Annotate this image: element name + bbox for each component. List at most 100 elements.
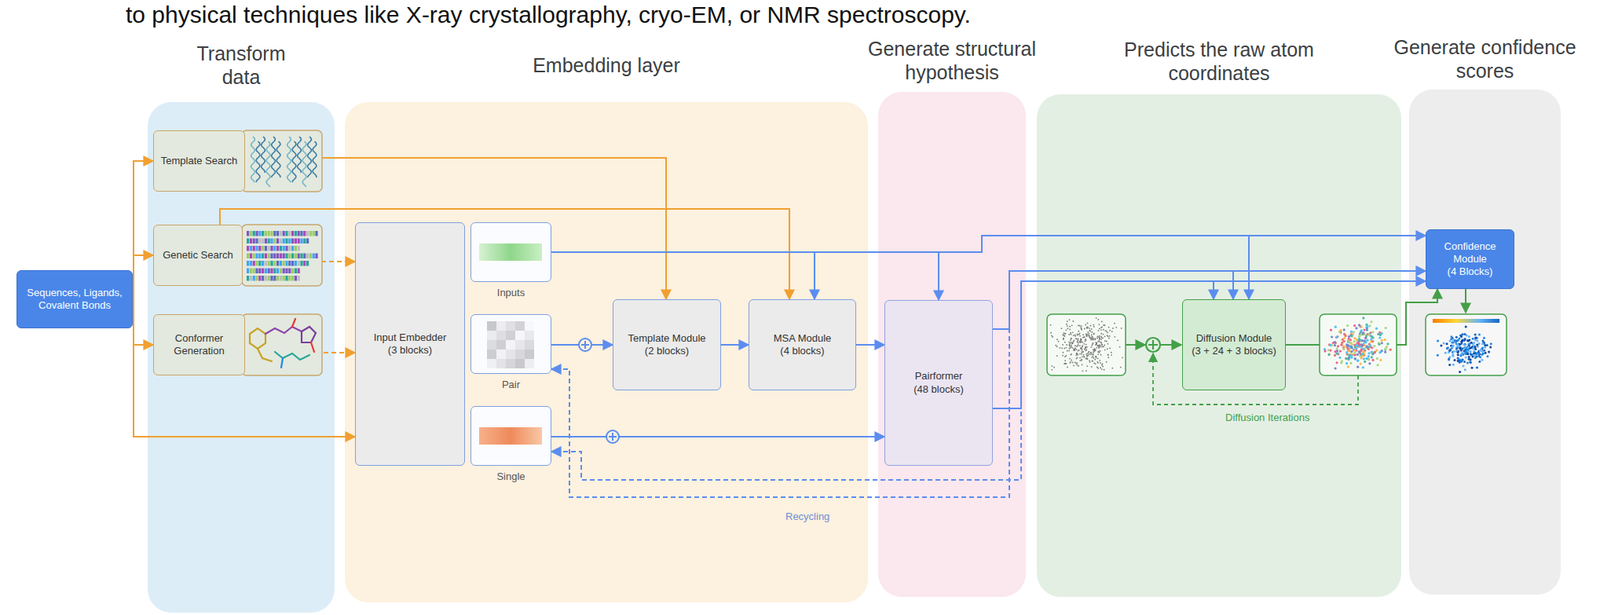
msa-cell	[246, 245, 249, 252]
connector-arrow	[551, 252, 815, 300]
noise-dot	[1101, 321, 1103, 323]
msa-cell	[291, 238, 294, 245]
noise-dot	[1091, 337, 1093, 340]
label-holder: Inputs	[497, 286, 525, 300]
atom-dot	[1357, 350, 1360, 353]
msa-cell	[264, 253, 268, 260]
atom-dot	[1347, 349, 1351, 352]
atom-dot	[1348, 345, 1352, 348]
atom-dot	[1362, 347, 1365, 351]
noise-dot	[1077, 365, 1080, 367]
msa-cell	[297, 260, 301, 267]
noise-dot	[1085, 333, 1088, 335]
stage-panel: Predicts the raw atom coordinatesDiffusi…	[1036, 31, 1402, 597]
noise-dot	[1100, 329, 1103, 331]
atom-dot	[1333, 340, 1337, 344]
atom-dot	[1474, 347, 1477, 351]
noise-dot	[1091, 328, 1093, 330]
atom-dot	[1442, 341, 1446, 345]
noise-dot	[1094, 358, 1096, 361]
noise-dot	[1098, 323, 1100, 326]
atom-dot	[1384, 326, 1388, 330]
noise-dot	[1080, 339, 1082, 341]
noise-dot	[1066, 325, 1069, 327]
protein-ribbons	[251, 136, 317, 187]
noise-dot	[1107, 343, 1110, 345]
noise-dot	[1093, 362, 1095, 365]
panel-header: Generate confidence scores	[1387, 31, 1584, 87]
atom-dot	[1474, 333, 1477, 337]
atom-dot	[1361, 339, 1364, 342]
noise-dot	[1087, 358, 1089, 360]
atom-dot	[1370, 355, 1373, 359]
noise-dot	[1107, 354, 1110, 356]
noise-dot	[1080, 347, 1082, 349]
box-label: Genetic Search	[157, 248, 238, 262]
noise-dot	[1081, 341, 1084, 344]
noise-dot	[1083, 336, 1085, 338]
msa-cell	[258, 268, 261, 275]
atom-dot	[1336, 335, 1339, 338]
noise-dot	[1065, 362, 1067, 365]
pair-cell	[515, 321, 525, 331]
atom-dot	[1353, 324, 1356, 327]
atom-dot	[1356, 366, 1359, 369]
box-label: (4 blocks)	[775, 344, 829, 358]
atom-dot	[1345, 362, 1348, 365]
msa-cell	[246, 275, 249, 282]
noise-dot	[1100, 341, 1103, 344]
msa-cell	[252, 268, 256, 275]
noise-dot	[1087, 352, 1089, 355]
noise-dot	[1097, 318, 1099, 321]
pair-cell	[524, 358, 535, 369]
atom-dot	[1371, 330, 1374, 334]
noise-dot	[1079, 325, 1081, 327]
msa-cell	[297, 268, 301, 275]
noise-dot	[1065, 323, 1068, 326]
noise-image-frame	[1047, 314, 1126, 376]
atom-dot	[1452, 350, 1455, 353]
noise-dot	[1092, 337, 1095, 340]
sum-sign	[581, 340, 590, 349]
noise-dot	[1081, 369, 1084, 372]
pair-cell	[505, 349, 516, 359]
noise-dot	[1109, 335, 1111, 337]
msa-cell	[276, 245, 279, 252]
representation-frame	[470, 406, 552, 466]
noise-cloud	[1050, 317, 1124, 372]
template-image-frame	[241, 130, 323, 192]
msa-cell	[306, 253, 309, 260]
atom-dot	[1464, 325, 1468, 329]
msa-cell	[312, 253, 315, 260]
msa-cell	[252, 260, 256, 267]
atom-dot	[1464, 343, 1467, 346]
noise-dot	[1080, 329, 1083, 331]
msa-cell	[288, 245, 291, 252]
atom-dot	[1478, 360, 1481, 363]
msa-cell	[314, 230, 318, 237]
atom-dot	[1460, 347, 1464, 350]
box-label: MSA Module	[768, 332, 837, 345]
noise-dot	[1085, 344, 1088, 346]
atom-dot	[1464, 368, 1467, 371]
atom-dot	[1480, 353, 1483, 356]
atom-dot	[1446, 342, 1449, 345]
helix	[251, 136, 256, 183]
noise-dot	[1101, 325, 1103, 328]
noise-dot	[1076, 339, 1079, 341]
msa-cell	[285, 268, 288, 275]
noise-dot	[1089, 330, 1092, 333]
msa-cell	[276, 253, 279, 260]
noise-dot	[1069, 332, 1072, 334]
atom-dot	[1468, 355, 1471, 359]
atom-dot	[1351, 346, 1354, 349]
noise-dot	[1106, 347, 1109, 350]
atom-dot	[1486, 344, 1489, 347]
noise-dot	[1079, 333, 1081, 335]
msa-cell	[288, 268, 291, 275]
box-label: Template Search	[156, 154, 243, 168]
noise-dot	[1069, 344, 1071, 347]
msa-cell	[285, 245, 288, 252]
atom-dot	[1475, 339, 1479, 342]
diffusion-iterations-label: Diffusion Iterations	[1225, 411, 1310, 424]
